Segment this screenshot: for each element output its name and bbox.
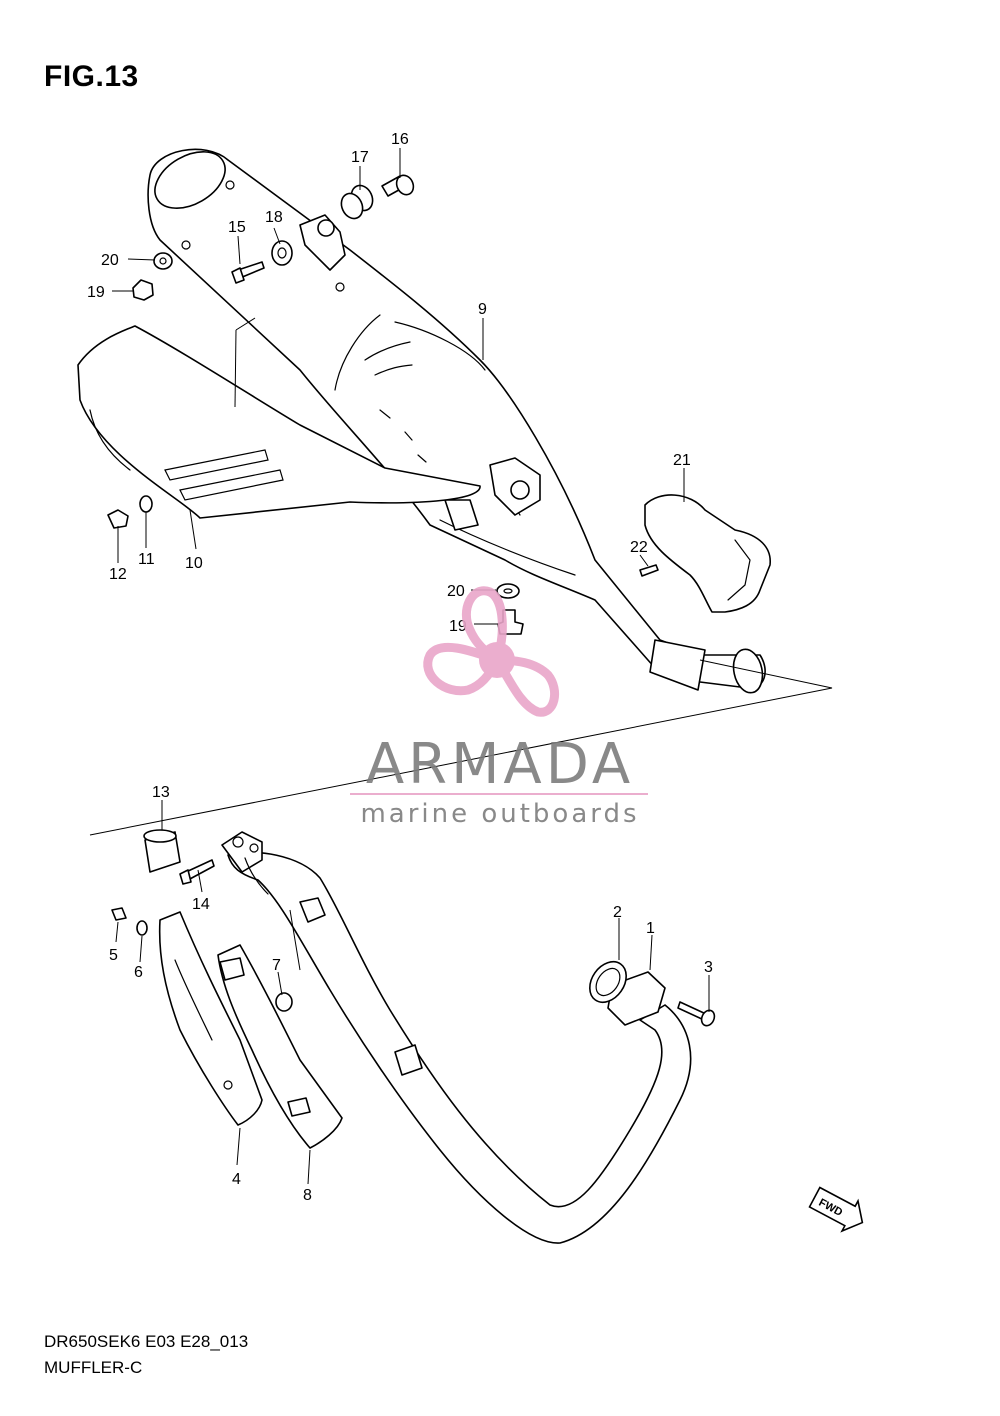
part-bushing-17[interactable]	[337, 182, 376, 222]
callout-18: 18	[265, 209, 283, 226]
model-code: DR650SEK6 E03 E28_013	[44, 1332, 249, 1351]
callout-17: 17	[351, 149, 369, 166]
callout-21: 21	[673, 452, 691, 469]
part-washer-20-top[interactable]	[153, 252, 173, 270]
callout-3: 3	[704, 959, 713, 976]
callout-2: 2	[613, 904, 622, 921]
propeller-logo-icon	[423, 586, 560, 717]
part-washer-20-mid[interactable]	[496, 583, 520, 599]
part-bolt-16[interactable]	[381, 173, 416, 198]
callout-labels: 1 2 3 4 5 6 7 8 9 10 11 12 13 14 15 16 1…	[87, 131, 713, 1204]
part-heat-protector-4[interactable]	[158, 911, 263, 1126]
part-bolt-15[interactable]	[231, 261, 265, 284]
callout-7: 7	[272, 957, 281, 974]
part-muffler[interactable]	[145, 140, 766, 695]
callout-12: 12	[109, 566, 127, 583]
part-heat-shield[interactable]	[77, 325, 481, 519]
callout-1: 1	[646, 920, 655, 937]
forward-direction-badge: FWD	[808, 1186, 864, 1233]
part-bolt-3[interactable]	[677, 1001, 717, 1028]
part-exhaust-guard[interactable]	[644, 494, 771, 613]
leader-lines	[112, 148, 710, 1185]
callout-16: 16	[391, 131, 409, 148]
callout-6: 6	[134, 964, 143, 981]
callout-15: 15	[228, 219, 246, 236]
callout-11: 11	[138, 551, 155, 568]
callout-19-top: 19	[87, 284, 105, 301]
watermark: ARMADA marine outboards	[350, 586, 648, 829]
part-washer-18[interactable]	[271, 240, 293, 266]
watermark-brand: ARMADA	[366, 732, 634, 797]
callout-13: 13	[152, 784, 170, 801]
part-heat-protector-8[interactable]	[217, 944, 343, 1149]
part-washer-11[interactable]	[139, 495, 153, 513]
callout-5: 5	[109, 947, 118, 964]
part-washer-6[interactable]	[136, 920, 148, 936]
part-bolt-12[interactable]	[107, 509, 129, 529]
section-name: MUFFLER-C	[44, 1358, 143, 1377]
part-screw-5[interactable]	[111, 907, 127, 921]
assembly-divider-line	[89, 659, 833, 836]
part-bolt-14[interactable]	[179, 859, 215, 885]
figure-title: FIG.13	[44, 60, 139, 93]
part-nut-19-top[interactable]	[132, 279, 154, 301]
watermark-tagline: marine outboards	[360, 799, 639, 829]
callout-10: 10	[185, 555, 203, 572]
callout-14: 14	[192, 896, 210, 913]
part-exhaust-pipe[interactable]	[221, 831, 692, 1244]
callout-8: 8	[303, 1187, 312, 1204]
callout-20-top: 20	[101, 252, 119, 269]
part-bolt-22[interactable]	[639, 564, 659, 577]
callout-9: 9	[478, 301, 487, 318]
callout-22: 22	[630, 539, 648, 556]
part-gasket-13[interactable]	[143, 829, 181, 873]
callout-19-mid: 19	[449, 618, 467, 635]
callout-20-mid: 20	[447, 583, 465, 600]
part-flange-2[interactable]	[582, 955, 633, 1009]
part-clip-7[interactable]	[275, 992, 293, 1012]
callout-4: 4	[232, 1171, 241, 1188]
